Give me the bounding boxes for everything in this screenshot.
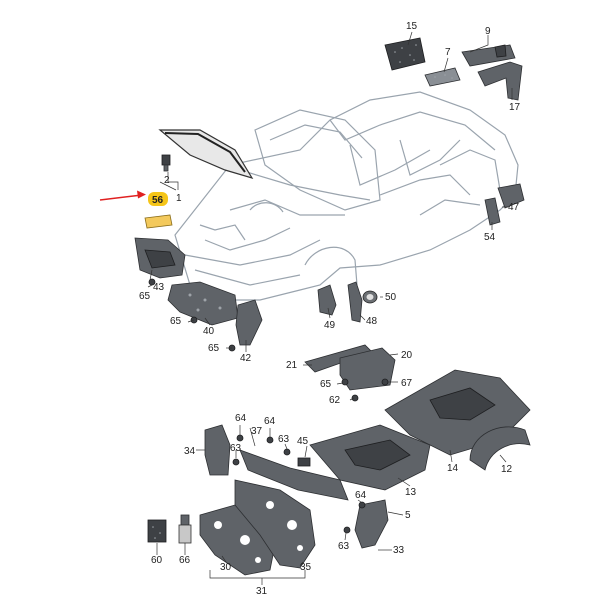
callout-1: 1 [176, 193, 182, 204]
part-34-panel [204, 424, 231, 476]
part-50-grommet [362, 290, 378, 304]
part-2-clip [161, 154, 171, 172]
part-12-wheel-arch [469, 426, 531, 471]
callout-49: 49 [324, 320, 336, 331]
callout-21: 21 [286, 360, 298, 371]
callout-35: 35 [300, 562, 312, 573]
car-body-outline [174, 91, 519, 301]
callout-12: 12 [501, 464, 513, 475]
part-20-sill-trim [339, 347, 396, 391]
leader-lines [147, 31, 513, 585]
callout-30: 30 [220, 562, 232, 573]
callout-66: 66 [179, 555, 191, 566]
part-66-plug [178, 514, 192, 544]
callout-2: 2 [164, 175, 170, 186]
part-49-bracket [317, 284, 337, 316]
callout-33: 33 [393, 545, 405, 556]
callout-45: 45 [297, 436, 309, 447]
callout-56: 56 [152, 195, 164, 206]
callout-13: 13 [405, 487, 417, 498]
part-47-bracket [497, 183, 525, 209]
part-33-bracket [354, 499, 389, 549]
callout-9: 9 [485, 26, 491, 37]
callout-47: 47 [508, 202, 520, 213]
callout-17: 17 [509, 102, 521, 113]
callout-64-a: 64 [235, 413, 247, 424]
callout-43: 43 [153, 282, 165, 293]
part-37-strip [239, 449, 349, 501]
part-42-bracket [235, 299, 263, 346]
callout-labels: 15 9 7 17 2 1 56 43 65 40 65 65 42 49 48… [139, 21, 521, 597]
callout-63-b: 63 [230, 443, 242, 454]
callout-40: 40 [203, 326, 215, 337]
part-17-trim [477, 61, 523, 101]
part-60-pad [147, 519, 167, 543]
part-54-bracket [484, 197, 501, 226]
callout-62: 62 [329, 395, 341, 406]
hood-outline [254, 109, 381, 211]
callout-65-d: 65 [320, 379, 332, 390]
part-45-clip [297, 457, 311, 467]
callout-50: 50 [385, 292, 397, 303]
callout-15: 15 [406, 21, 418, 32]
callout-54: 54 [484, 232, 496, 243]
callout-63-a: 63 [278, 434, 290, 445]
part-7-panel [424, 67, 461, 87]
callout-20: 20 [401, 350, 413, 361]
part-1-hood-insulation [158, 129, 254, 180]
callout-5: 5 [405, 510, 411, 521]
callout-7: 7 [445, 47, 451, 58]
callout-56-badge [148, 192, 168, 206]
callout-65-c: 65 [208, 343, 220, 354]
part-15-panel [384, 37, 426, 71]
part-43-liner [134, 237, 186, 279]
part-40-insulation [167, 281, 239, 326]
callout-65-b: 65 [170, 316, 182, 327]
callout-60: 60 [151, 555, 163, 566]
callout-48: 48 [366, 316, 378, 327]
callout-42: 42 [240, 353, 252, 364]
callout-31: 31 [256, 586, 268, 597]
callout-64-b: 64 [264, 416, 276, 427]
callout-14: 14 [447, 463, 459, 474]
part-56-pad [144, 214, 173, 229]
highlight-arrow [99, 190, 146, 201]
callout-34: 34 [184, 446, 196, 457]
callout-64-c: 64 [355, 490, 367, 501]
callout-67: 67 [401, 378, 413, 389]
callout-65-a: 65 [139, 291, 151, 302]
callout-63-c: 63 [338, 541, 350, 552]
part-48-pillar-trim [347, 281, 363, 323]
callout-37: 37 [251, 426, 263, 437]
part-35-bulkhead [234, 479, 316, 569]
part-13-front-floor [309, 424, 431, 491]
